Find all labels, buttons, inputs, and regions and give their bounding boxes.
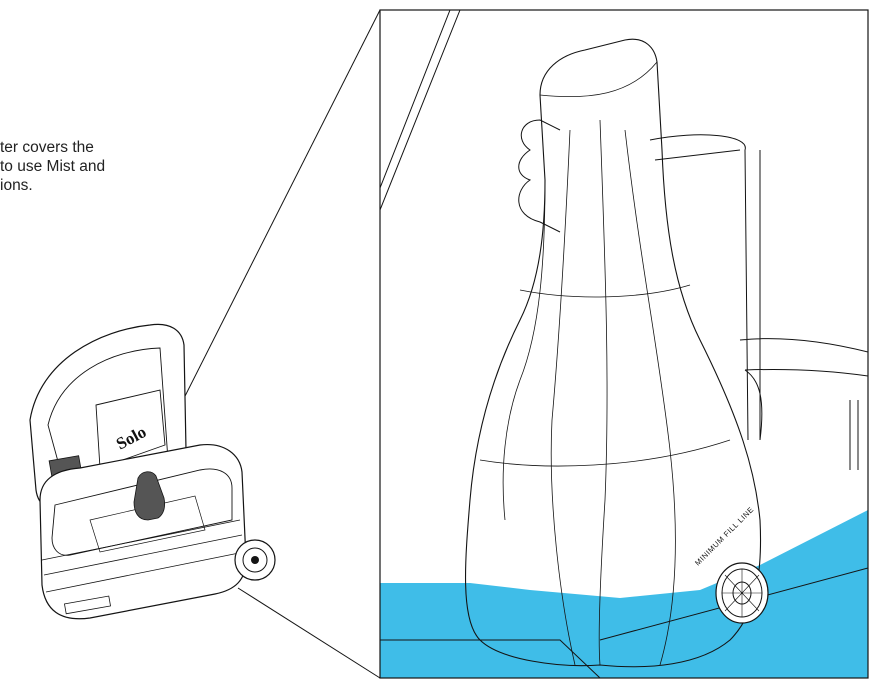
background-tube [649,134,868,441]
spray-bottle [464,38,762,668]
water-area [380,510,868,678]
detail-panel-border [379,9,869,679]
bottle-clip [518,119,561,233]
cooler-inner-bottle [133,471,166,521]
tank-wall-edge [380,10,461,211]
minimum-fill-line-label: MINIMUM FILL LINE [693,505,756,568]
detail-panel: MINIMUM FILL LINE [379,9,869,679]
cooler-body [39,444,247,620]
callout-line-bottom [237,587,381,679]
instruction-caption: ter covers the to use Mist and ions. [0,139,106,194]
callout-line-top [177,9,381,411]
cooler-illustration: Solo [29,323,276,620]
